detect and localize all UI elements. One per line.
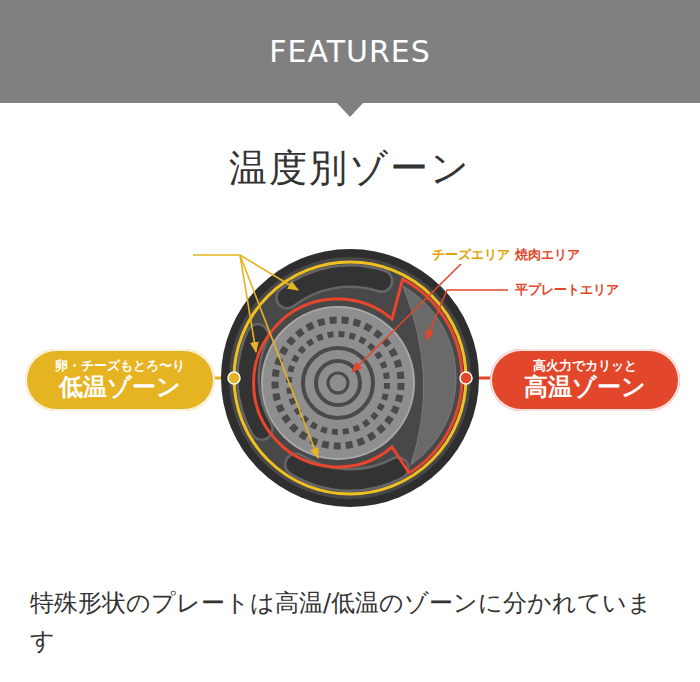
grill-ring <box>303 348 373 418</box>
leader-line <box>240 255 318 458</box>
plate-surface <box>229 257 471 499</box>
node-heading: 低温ゾーン <box>59 373 181 402</box>
leader-line <box>426 290 508 340</box>
leader-line <box>352 255 508 372</box>
node-heading: 高温ゾーン <box>524 373 646 402</box>
leader-line <box>193 254 240 256</box>
grill-slots <box>289 334 387 432</box>
node-text: 卵・チーズもとろ〜り <box>55 358 185 374</box>
grill-slots <box>275 320 401 446</box>
grill-ring <box>328 373 348 393</box>
plate-rim <box>221 249 479 507</box>
zone-dot <box>460 372 472 384</box>
zone-dot <box>228 372 240 384</box>
low-zone-outline <box>234 262 466 494</box>
leader-line <box>240 255 298 290</box>
cheese-pocket <box>287 276 381 298</box>
node-text: FEATURES <box>269 34 431 70</box>
cheese-pocket-edge <box>287 276 381 298</box>
low-zone-pill: 卵・チーズもとろ〜り低温ゾーン <box>25 349 215 411</box>
grill-plate <box>262 307 414 459</box>
node-text: 高火力でカリッと <box>533 358 637 374</box>
header-band: FEATURES <box>0 0 700 103</box>
area-label: チーズエリア <box>430 246 512 264</box>
area-label: 焼肉エリア <box>513 246 582 264</box>
caption: 特殊形状のプレートは高温/低温のゾーンに分かれています <box>30 584 675 660</box>
header-pointer <box>336 102 364 117</box>
grill-ring <box>316 361 360 405</box>
high-zone-outline <box>254 279 462 473</box>
high-zone-pill: 高火力でカリッと高温ゾーン <box>490 349 680 411</box>
area-label: 平プレートエリア <box>513 281 621 299</box>
leader-line <box>240 255 256 352</box>
page-title: 温度別ゾーン <box>0 143 700 194</box>
